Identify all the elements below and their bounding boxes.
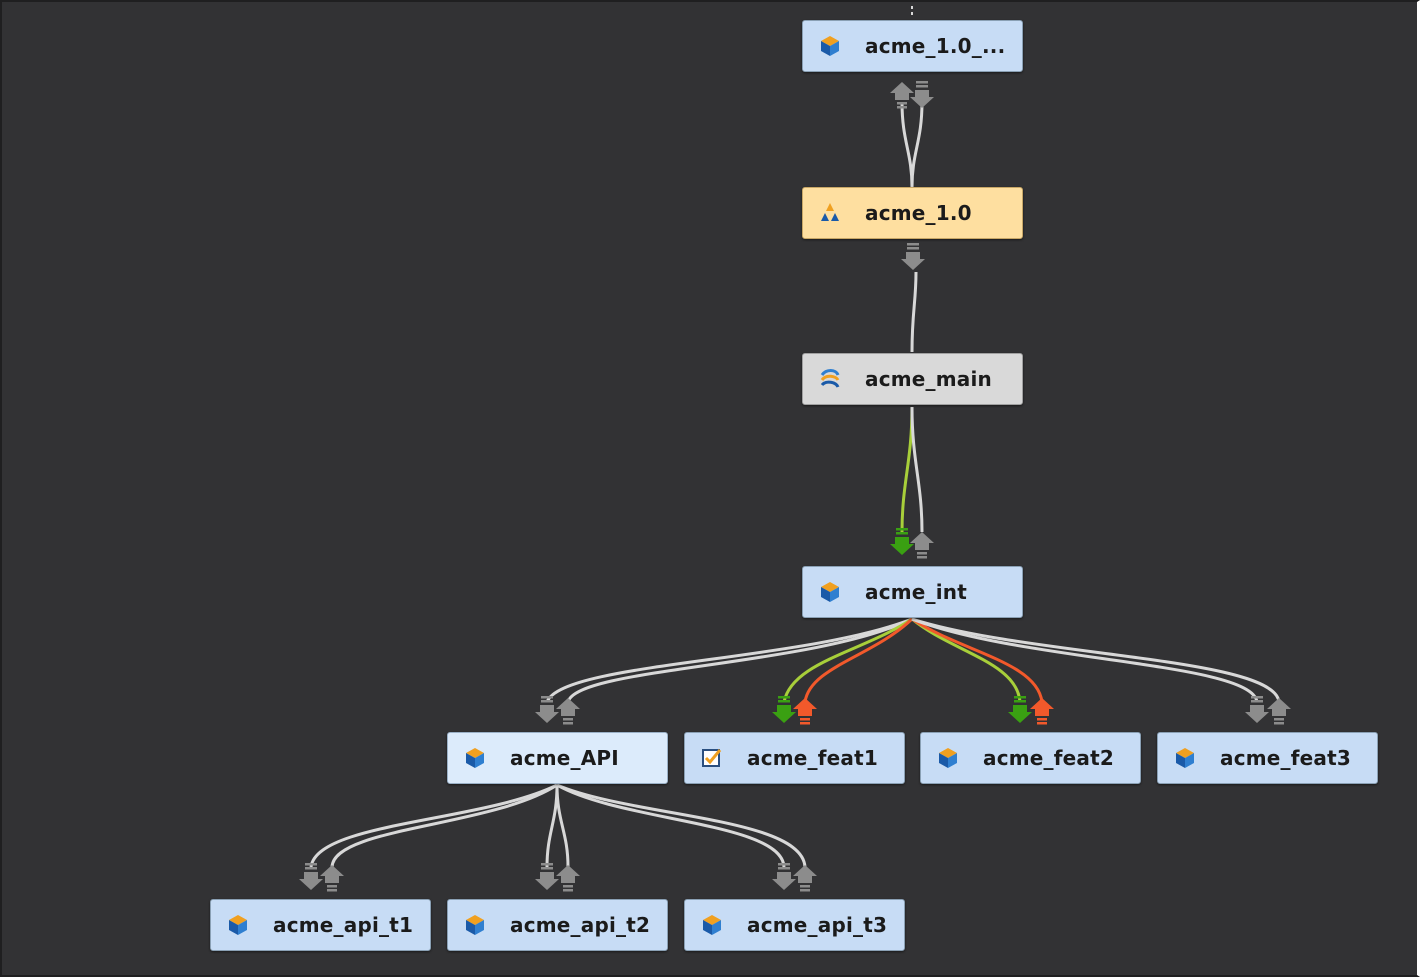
merge-down-arrow-icon [901,243,925,270]
stream-label: acme_api_t2 [510,913,651,937]
edge-int-to-feat1[interactable] [772,617,914,725]
copy-up-arrow-icon [1030,698,1054,725]
stream-cube-icon [817,33,843,59]
copy-up-arrow-icon [910,532,934,559]
copy-up-arrow-icon [556,698,580,725]
merge-down-arrow-icon [910,81,934,108]
stream-label: acme_int [865,580,968,604]
release-triangle-icon [817,200,843,226]
stream-cube-icon [699,912,725,938]
stream-cube-icon [225,912,251,938]
copy-up-arrow-icon [320,865,344,892]
merge-down-arrow-icon [535,863,559,890]
edge-api-to-t2[interactable] [535,784,580,892]
stream-node-acme-feat1[interactable]: acme_feat1 [684,732,905,784]
copy-up-arrow-icon [793,865,817,892]
copy-up-arrow-icon [556,865,580,892]
stream-label: acme_api_t1 [273,913,414,937]
stream-label: acme_feat3 [1220,746,1351,770]
edge-main-to-int[interactable] [890,406,934,559]
merge-down-arrow-icon [299,863,323,890]
edge-api-to-t1[interactable] [299,783,558,892]
stream-label: acme_feat1 [747,746,878,770]
stream-node-acme-1-0-child[interactable]: acme_1.0_... [802,20,1023,72]
stream-label: acme_feat2 [983,746,1114,770]
merge-down-arrow-icon [1008,696,1032,723]
merge-down-arrow-icon [1245,696,1269,723]
task-checkbox-icon [699,745,725,771]
stream-node-acme-main[interactable]: acme_main [802,353,1023,405]
edge-int-to-feat3[interactable] [911,617,1291,725]
stream-cube-icon [1172,745,1198,771]
stream-node-acme-api-t2[interactable]: acme_api_t2 [447,899,668,951]
copy-up-arrow-icon [793,698,817,725]
edge-api-to-t3[interactable] [556,783,817,892]
stream-label: acme_API [510,746,619,770]
merge-down-arrow-icon [890,528,914,555]
stream-cube-icon [817,579,843,605]
stream-node-acme-feat2[interactable]: acme_feat2 [920,732,1141,784]
stream-label: acme_1.0 [865,201,972,225]
stream-node-acme-int[interactable]: acme_int [802,566,1023,618]
stream-node-acme-api-t3[interactable]: acme_api_t3 [684,899,905,951]
stream-label: acme_main [865,367,992,391]
merge-down-arrow-icon [772,696,796,723]
stream-node-acme-api-t1[interactable]: acme_api_t1 [210,899,431,951]
stream-label: acme_1.0_... [865,34,1006,58]
stream-node-acme-feat3[interactable]: acme_feat3 [1157,732,1378,784]
edge-int-to-feat2[interactable] [911,617,1054,725]
merge-down-arrow-icon [535,696,559,723]
stream-node-acme-1-0[interactable]: acme_1.0 [802,187,1023,239]
edge-release-to-child[interactable] [890,81,934,188]
mainline-swirl-icon [817,366,843,392]
stream-node-acme-api[interactable]: acme_API [447,732,668,784]
stream-cube-icon [462,745,488,771]
stream-cube-icon [462,912,488,938]
edge-main-to-release[interactable] [901,243,925,353]
stream-label: acme_api_t3 [747,913,888,937]
copy-up-arrow-icon [1267,698,1291,725]
stream-cube-icon [935,745,961,771]
merge-down-arrow-icon [772,863,796,890]
edge-int-to-api[interactable] [535,617,913,725]
